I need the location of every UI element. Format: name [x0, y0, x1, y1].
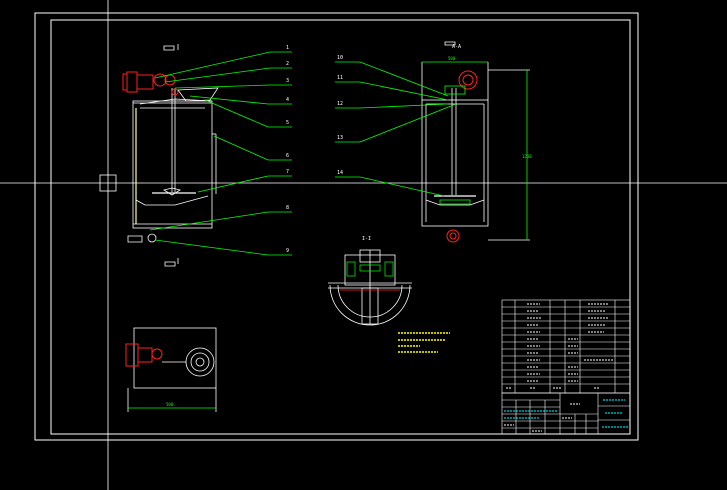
balloon-1: 1 — [286, 45, 289, 51]
crosshair-pickbox[interactable] — [99, 174, 117, 192]
view-label-top: A-A — [452, 44, 461, 50]
outer-border — [34, 12, 639, 441]
inner-border — [50, 19, 631, 435]
front-leaders — [149, 51, 292, 256]
view-label-section: I-I — [362, 236, 371, 242]
side-balloon-labels: 10 11 12 13 14 — [337, 55, 343, 176]
plan-motor — [125, 343, 163, 367]
section-detail — [328, 249, 412, 326]
balloon-13: 13 — [337, 135, 343, 141]
balloon-12: 12 — [337, 101, 343, 107]
balloon-6: 6 — [286, 153, 289, 159]
front-view — [127, 44, 219, 267]
bom-scribbles — [506, 303, 614, 389]
technical-notes — [398, 332, 450, 353]
balloon-8: 8 — [286, 205, 289, 211]
balloon-4: 4 — [286, 97, 289, 103]
balloon-3: 3 — [286, 78, 289, 84]
balloon-11: 11 — [337, 75, 343, 81]
side-green — [335, 61, 528, 240]
balloon-5: 5 — [286, 120, 289, 126]
bom-table — [501, 299, 631, 394]
side-motor — [446, 70, 478, 243]
plan-view — [127, 327, 217, 412]
dim-plan-width: 500 — [166, 402, 174, 407]
dim-height: 1230 — [522, 154, 532, 159]
section-detail-hatch — [346, 261, 394, 277]
balloon-2: 2 — [286, 61, 289, 67]
balloon-10: 10 — [337, 55, 343, 61]
dim-top-width: 500 — [448, 56, 456, 61]
title-block-scribbles — [504, 399, 628, 432]
front-balloon-labels: 1 2 3 4 5 6 7 8 9 — [286, 45, 289, 254]
balloon-14: 14 — [337, 170, 343, 176]
side-view — [421, 41, 530, 241]
title-block — [501, 392, 631, 435]
balloon-7: 7 — [286, 169, 289, 175]
front-motor — [122, 71, 179, 96]
balloon-9: 9 — [286, 248, 289, 254]
